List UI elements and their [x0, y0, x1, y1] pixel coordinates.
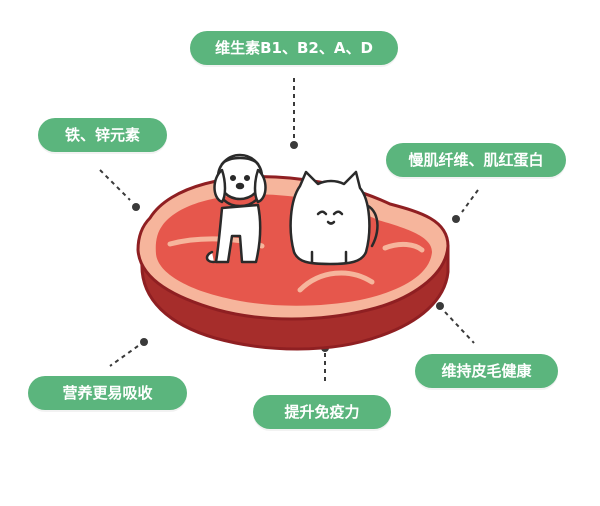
cat-illustration [289, 170, 379, 266]
label-vitamins: 维生素B1、B2、A、D [190, 31, 398, 65]
label-coat-health: 维持皮毛健康 [415, 354, 558, 388]
connector-digest [109, 345, 139, 367]
label-immunity: 提升免疫力 [253, 395, 391, 429]
connector-coat [444, 311, 475, 344]
connector-lines [99, 78, 479, 384]
connector-iron [99, 169, 131, 201]
dog-illustration [205, 153, 267, 264]
label-protein: 慢肌纤维、肌红蛋白 [386, 143, 566, 177]
connector-dots [132, 141, 460, 352]
connector-protein [461, 189, 479, 213]
label-digestion: 营养更易吸收 [28, 376, 187, 410]
label-iron-zinc: 铁、锌元素 [38, 118, 167, 152]
